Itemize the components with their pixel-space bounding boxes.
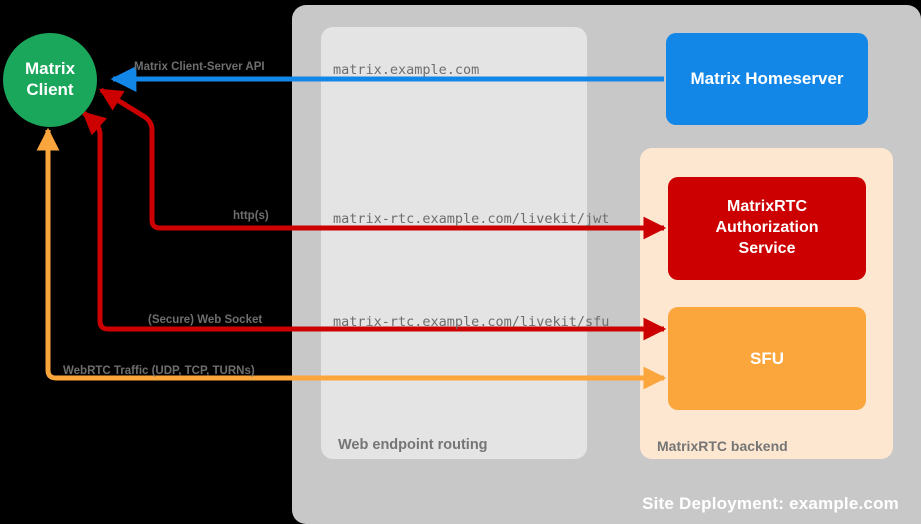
node-matrix-client-line1: Matrix [24, 59, 76, 79]
node-matrix-client-line2: Client [26, 80, 74, 99]
node-sfu: SFU [668, 307, 866, 410]
url-label-livekit-jwt: matrix-rtc.example.com/livekit/jwt [333, 211, 610, 227]
edge-label-websocket: (Secure) Web Socket [148, 314, 263, 326]
node-matrixrtc-auth-line2: Authorization [715, 219, 819, 237]
edge-label-http: http(s) [233, 210, 269, 222]
node-sfu-label: SFU [750, 348, 784, 368]
web-endpoint-routing-label: Web endpoint routing [338, 437, 488, 453]
site-deployment-label: Site Deployment: example.com [642, 494, 899, 513]
node-matrixrtc-auth-line1: MatrixRTC [726, 198, 807, 216]
url-label-matrix-example-com: matrix.example.com [333, 62, 480, 78]
matrixrtc-backend-label: MatrixRTC backend [657, 438, 788, 454]
node-matrix-client: Matrix Client [3, 33, 97, 127]
edge-label-client-server-api: Matrix Client-Server API [134, 61, 265, 73]
web-endpoint-routing-container [321, 27, 587, 459]
node-matrixrtc-authorization-service: MatrixRTC Authorization Service [668, 177, 866, 280]
node-matrix-homeserver: Matrix Homeserver [666, 33, 868, 125]
node-matrix-homeserver-label: Matrix Homeserver [690, 69, 844, 88]
url-label-livekit-sfu: matrix-rtc.example.com/livekit/sfu [333, 314, 610, 330]
edge-label-webrtc-traffic: WebRTC Traffic (UDP, TCP, TURNs) [63, 365, 255, 377]
node-matrixrtc-auth-line3: Service [738, 239, 796, 257]
